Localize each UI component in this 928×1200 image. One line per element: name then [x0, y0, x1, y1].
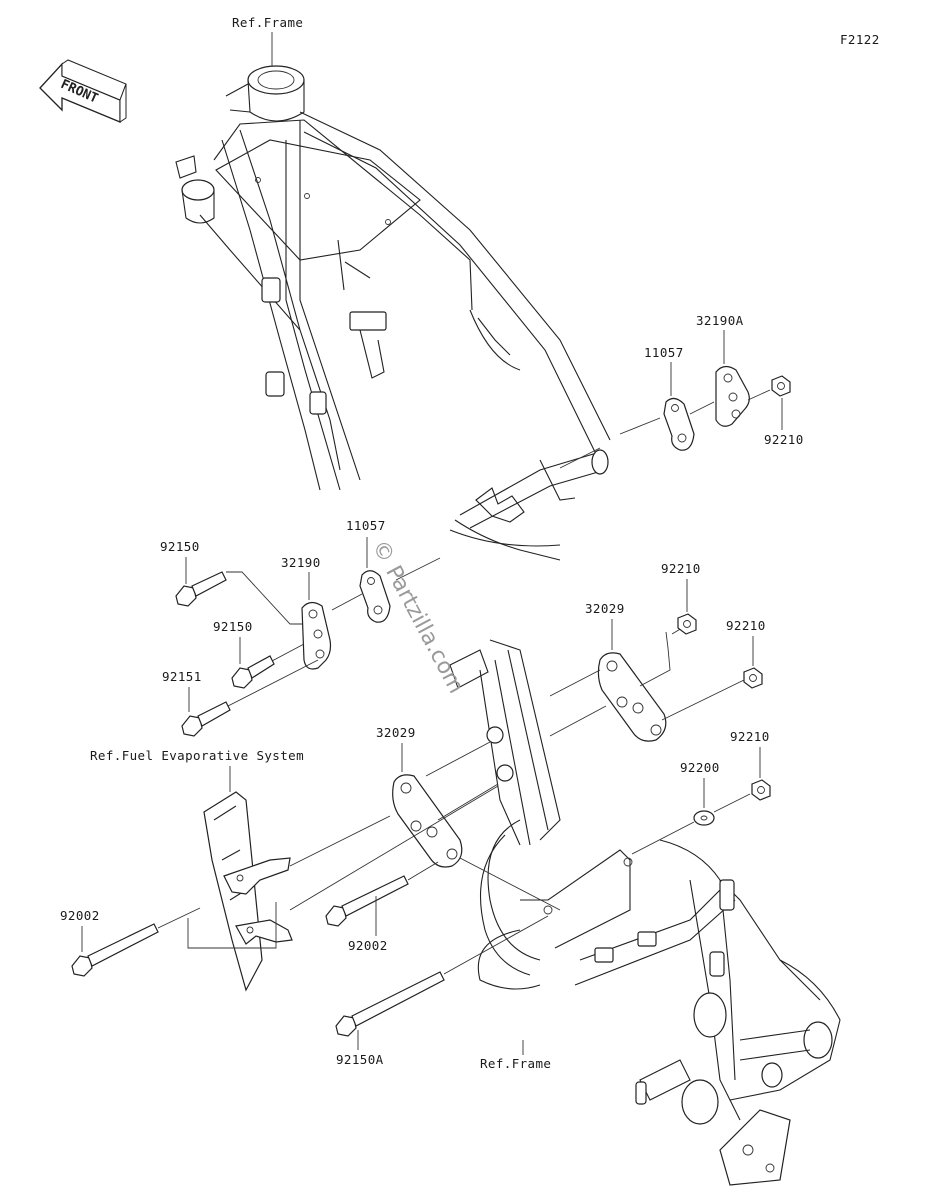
part-11057-lower [359, 570, 391, 623]
washer-92200 [693, 810, 715, 826]
label-92002-left: 92002 [60, 908, 100, 923]
bolt-92150A [335, 971, 445, 1037]
label-92210-b: 92210 [661, 561, 701, 576]
label-32029-lower: 32029 [376, 725, 416, 740]
nut-92210-c [743, 667, 763, 689]
label-92150-a: 92150 [160, 539, 200, 554]
label-92210-a: 92210 [764, 432, 804, 447]
nut-92210-d [751, 779, 771, 801]
label-92200: 92200 [680, 760, 720, 775]
ref-frame-top: Ref.Frame [232, 15, 303, 30]
ref-frame-bottom: Ref.Frame [480, 1056, 551, 1071]
label-92210-c: 92210 [726, 618, 766, 633]
label-32190A: 32190A [696, 313, 744, 328]
bolt-92151 [181, 701, 231, 737]
part-32190 [301, 601, 332, 670]
part-11057-upper [663, 397, 695, 451]
part-32029-upper [597, 652, 667, 742]
nut-92210-a [771, 375, 791, 397]
part-32029-lower [392, 774, 463, 868]
label-11057-upper: 11057 [644, 345, 684, 360]
label-32190: 32190 [281, 555, 321, 570]
label-32029-upper: 32029 [585, 601, 625, 616]
front-arrow-icon: FRONT [39, 59, 127, 123]
label-92002-right: 92002 [348, 938, 388, 953]
label-92150A: 92150A [336, 1052, 384, 1067]
bolt-92150-a [175, 571, 227, 607]
label-92150-b: 92150 [213, 619, 253, 634]
bolt-92002-left [71, 923, 159, 977]
label-11057-lower: 11057 [346, 518, 386, 533]
bolt-92002-right [325, 875, 409, 927]
diagram-code: F2122 [840, 32, 880, 47]
motorcycle-frame [175, 65, 841, 1186]
ref-fuel-evaporative-system: Ref.Fuel Evaporative System [90, 748, 304, 763]
label-92210-d: 92210 [730, 729, 770, 744]
nut-92210-b [677, 613, 697, 635]
fuel-evap-bracket [203, 791, 293, 992]
part-32190A [715, 365, 750, 427]
bolt-92150-b [231, 655, 275, 689]
label-92151: 92151 [162, 669, 202, 684]
